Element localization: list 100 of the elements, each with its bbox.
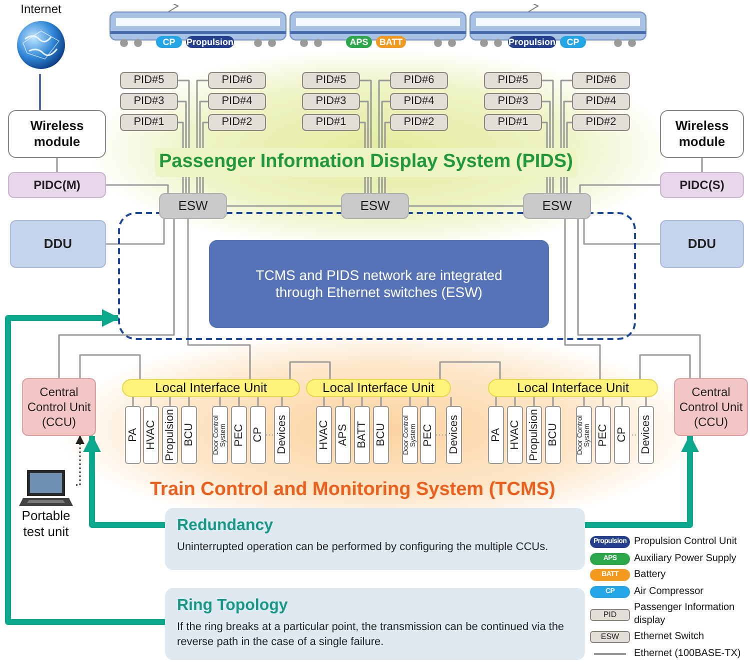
network-line [409,205,523,207]
legend-text: Air Compressor [634,586,704,598]
dashed-boundary [118,212,636,340]
network-line [514,397,516,406]
pid-box: PID#4 [208,93,266,110]
network-line [621,397,623,406]
network-line [150,397,152,406]
device-module: PEC [420,406,436,464]
network-line [427,397,429,406]
network-line [106,184,169,193]
network-line [342,397,344,406]
network-line [58,219,175,378]
legend-sample-box: ESW [590,631,630,644]
pid-box: PID#5 [120,72,178,89]
pid-box: PID#1 [484,114,542,131]
network-line [281,397,283,406]
pid-box: PID#3 [484,93,542,110]
pid-box: PID#1 [120,114,178,131]
network-line [289,361,331,379]
pid-box: PID#3 [120,93,178,110]
pid-box: PID#1 [302,114,360,131]
network-line [579,184,660,193]
node-label: Portable test unit [20,508,72,540]
interface-unit-bar: Local Interface Unit [306,379,451,397]
network-line [219,397,221,406]
legend-text: Auxiliary Power Supply [634,552,736,565]
network-line [450,397,452,406]
section-title: Passenger Information Display System (PIDS) [155,148,577,176]
device-module: APS [335,406,351,464]
network-line [169,397,171,406]
device-module: Devices [274,406,290,464]
network-line [583,219,660,245]
legend-sample-box: PID [590,608,630,620]
status-badge: APS [346,36,372,48]
controller-box: PIDC(S) [660,172,744,198]
interface-unit-bar: Local Interface Unit [488,379,658,397]
device-module: Propulsion [162,406,178,464]
device-module: PEC [595,406,611,464]
pid-box: PID#3 [302,93,360,110]
network-line [701,158,703,172]
network-line [380,397,382,406]
device-module: HVAC [316,406,332,464]
device-module: Propulsion [526,406,542,464]
network-line [56,158,58,172]
network-line [323,397,325,406]
network-line [583,397,585,406]
network-line [495,397,497,406]
network-line [238,397,240,406]
device-module: CP [250,406,266,464]
display-unit-box: DDU [10,220,106,268]
card-text: Uninterrupted operation can be performed by configuring the multiple CCUs. [177,540,550,555]
status-badge: BATT [376,36,406,48]
legend-text: Passenger Information display [634,602,736,627]
pid-box: PID#2 [208,114,266,131]
interface-unit-bar: Local Interface Unit [122,379,300,397]
network-line [645,397,647,406]
network-line [533,397,535,406]
card-text: If the ring breaks at a particular point, the transmission can be continued via the reverse path in the case of a single failure. [177,620,566,650]
pid-box: PID#6 [572,72,630,89]
device-module: BATT [354,406,370,464]
arrow [76,435,84,486]
control-unit-box: Central Control Unit (CCU) [22,378,96,436]
network-line [79,354,141,379]
device-module: CP [614,406,630,464]
note-card [165,588,585,660]
network-line [39,74,41,110]
pid-box: PID#4 [572,93,630,110]
pid-box: PID#5 [484,72,542,89]
pid-box: PID#5 [302,72,360,89]
pid-box: PID#6 [390,72,448,89]
card-heading: Ring Topology [177,596,289,616]
network-line [564,219,601,379]
network-line [552,397,554,406]
network-line [187,219,251,379]
device-module: HVAC [507,406,523,464]
status-badge: CP [560,36,586,48]
status-badge: CP [156,36,182,48]
legend-text: Ethernet (100BASE-TX) [634,648,741,660]
controller-box: PIDC(M) [8,172,106,198]
pid-box: PID#2 [390,114,448,131]
device-module: BCU [181,406,197,464]
arrow [83,434,165,528]
device-module: Devices [446,406,462,464]
network-line [132,397,134,406]
wireless-module-box: Wireless module [660,110,744,158]
legend-text: Ethernet Switch [634,631,704,644]
pid-box: PID#4 [390,93,448,110]
legend-text: Propulsion Control Unit [634,536,737,548]
legend-text: Battery [634,569,666,582]
card-heading: Redundancy [177,516,274,536]
device-module: PA [488,406,504,464]
control-unit-box: Central Control Unit (CCU) [674,378,748,436]
device-module: HVAC [143,406,159,464]
device-module: PEC [231,406,247,464]
note-card [165,508,585,570]
wireless-module-box: Wireless module [8,110,106,158]
network-line [106,219,165,245]
network-line [257,397,259,406]
display-unit-box: DDU [660,220,744,268]
switch-box: ESW [159,193,227,219]
